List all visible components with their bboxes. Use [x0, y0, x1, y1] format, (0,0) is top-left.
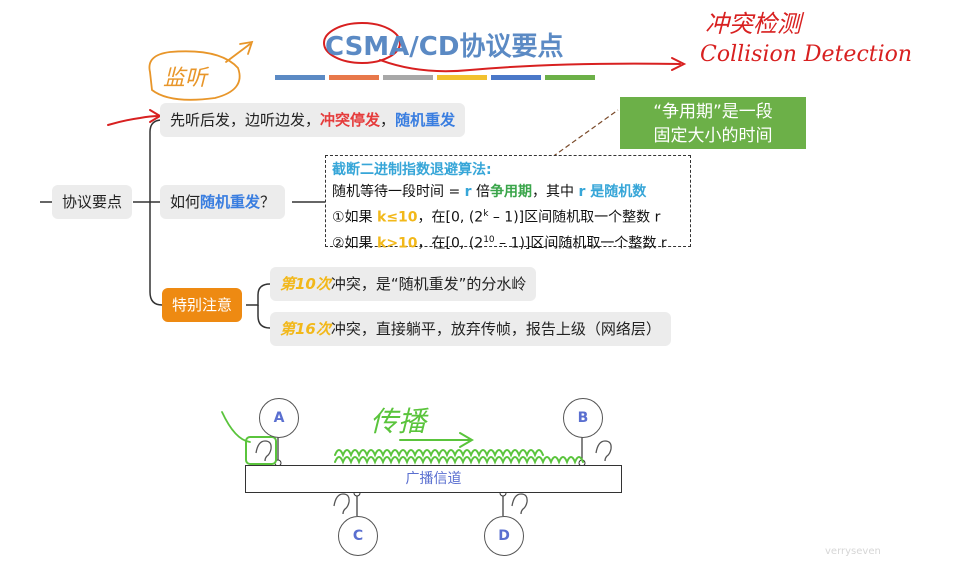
broadcast-channel: 广播信道 [245, 465, 622, 493]
title-color-bar [329, 75, 379, 80]
watermark: verryseven [825, 546, 881, 557]
backoff-heading: 截断二进制指数退避算法: [332, 162, 492, 178]
branch2-part2: 随机重发 [200, 193, 261, 211]
branch1-part4: ， [380, 111, 396, 129]
handwriting-propagate: 传播 [370, 405, 427, 438]
branch1-part3: 冲突停发 [320, 111, 381, 129]
backoff-algorithm-box: 截断二进制指数退避算法: 随机等待一段时间 = r 倍争用期，其中 r 是随机数… [325, 155, 691, 251]
handwriting-listen: 监听 [163, 66, 208, 91]
branch-special-notice: 特别注意 [162, 288, 243, 322]
ear-icon-d [511, 493, 528, 515]
backoff-line1: 随机等待一段时间 = r 倍争用期，其中 r 是随机数 [332, 184, 647, 200]
title-color-bar [545, 75, 595, 80]
branch-random-resend: 如何随机重发？ [160, 185, 286, 219]
station-d: D [484, 516, 524, 556]
contention-period-callout: “争用期”是一段 固定大小的时间 [620, 97, 806, 149]
ear-icon-b [595, 440, 612, 462]
station-c: C [338, 516, 378, 556]
station-b: B [563, 398, 603, 438]
callout-line1: “争用期”是一段 [653, 102, 773, 122]
callout-line2: 固定大小的时间 [653, 126, 773, 146]
station-a: A [259, 398, 299, 438]
backoff-line2: ①如果 k≤10，在[0, (2k – 1)]区间随机取一个整数 r [332, 209, 661, 226]
ear-icon-c [333, 493, 350, 515]
note-10th-collision: 第10次冲突，是“随机重发”的分水岭 [270, 267, 537, 301]
branch-listen-before-send: 先听后发，边听边发，冲突停发，随机重发 [160, 103, 466, 137]
title-color-bar [383, 75, 433, 80]
branch1-part2: ，边听边发， [230, 111, 321, 129]
ear-icon-a [255, 440, 272, 462]
branch1-part1: 先听后发 [170, 111, 231, 129]
branch2-part1: 如何 [170, 193, 201, 211]
title-color-bar [491, 75, 541, 80]
handwriting-collision-cn: 冲突检测 [705, 10, 801, 38]
title-color-bar [275, 75, 325, 80]
page-title: CSMA/CD协议要点 [325, 32, 564, 62]
root-node: 协议要点 [52, 185, 133, 219]
title-color-bar [437, 75, 487, 80]
backoff-line3: ②如果 k>10，在[0, (210 – 1)]区间随机取一个整数 r [332, 234, 667, 252]
handwriting-collision-en: Collision Detection [700, 42, 913, 67]
branch1-part5: 随机重发 [395, 111, 456, 129]
note-16th-collision: 第16次冲突，直接躺平，放弃传帧，报告上级（网络层） [270, 312, 671, 346]
branch2-part3: ？ [260, 193, 276, 211]
